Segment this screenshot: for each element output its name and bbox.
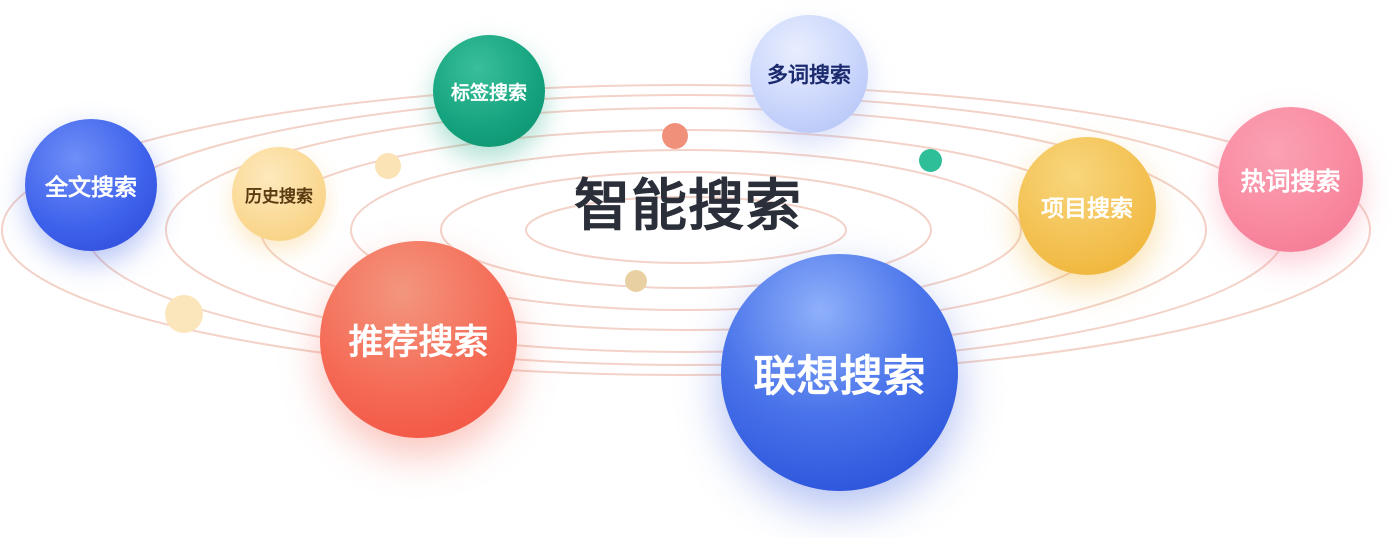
decor-dot bbox=[625, 270, 647, 292]
planet-multi-word-search[interactable]: 多词搜索 bbox=[750, 15, 868, 133]
decor-dot bbox=[375, 153, 401, 179]
planet-recommend-search[interactable]: 推荐搜索 bbox=[320, 241, 517, 438]
planet-label: 热词搜索 bbox=[1240, 166, 1341, 196]
orbit-ring bbox=[1, 84, 1371, 376]
orbit-ring bbox=[440, 171, 932, 289]
planet-label: 联想搜索 bbox=[753, 351, 926, 402]
decor-dot bbox=[919, 149, 942, 172]
planet-association-search[interactable]: 联想搜索 bbox=[721, 254, 958, 491]
center-title: 智能搜索 bbox=[574, 174, 802, 239]
decor-dot bbox=[662, 123, 688, 149]
planet-label: 项目搜索 bbox=[1041, 196, 1133, 222]
planet-label: 推荐搜索 bbox=[348, 323, 489, 363]
planet-project-search[interactable]: 项目搜索 bbox=[1018, 137, 1156, 275]
planet-label: 历史搜索 bbox=[245, 186, 313, 207]
orbit-ring bbox=[525, 196, 847, 264]
planet-label: 标签搜索 bbox=[450, 81, 527, 104]
planet-history-search[interactable]: 历史搜索 bbox=[232, 147, 326, 241]
planet-tag-search[interactable]: 标签搜索 bbox=[433, 35, 545, 147]
orbit-ring bbox=[350, 149, 1022, 311]
orbit-ring bbox=[165, 107, 1207, 353]
decor-dot bbox=[165, 295, 203, 333]
planet-fulltext-search[interactable]: 全文搜索 bbox=[25, 119, 157, 251]
planet-hot-word-search[interactable]: 热词搜索 bbox=[1218, 107, 1363, 252]
planet-label: 全文搜索 bbox=[45, 175, 137, 201]
planet-label: 多词搜索 bbox=[767, 63, 851, 87]
